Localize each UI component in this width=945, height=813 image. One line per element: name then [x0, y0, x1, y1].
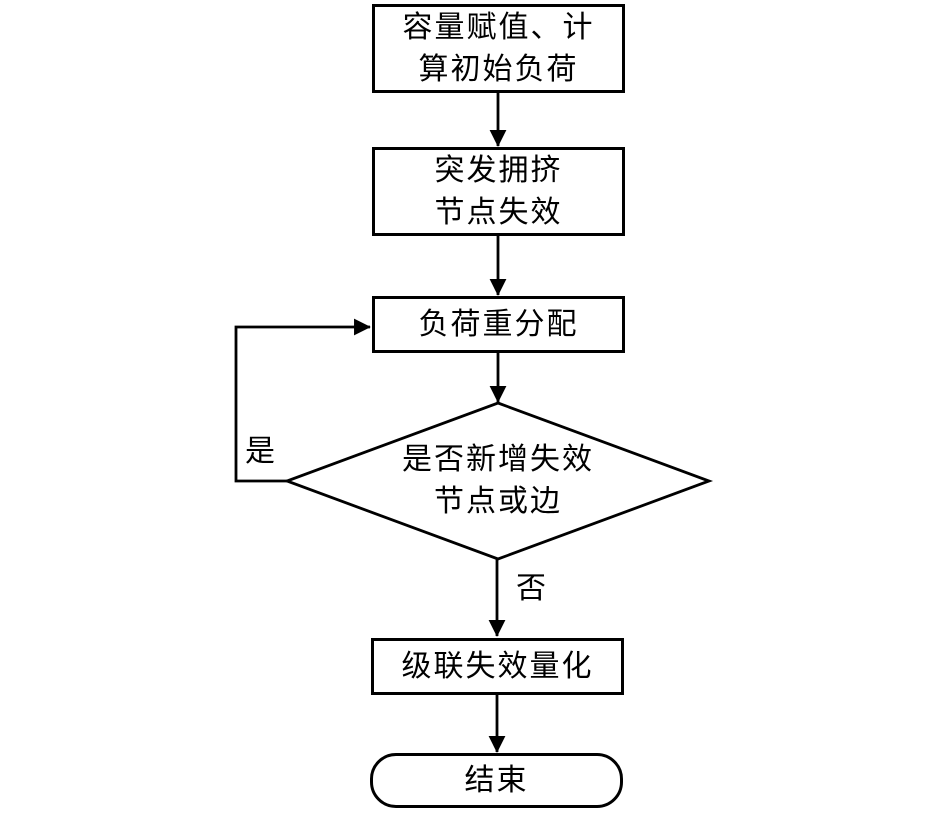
process-init-capacity-line1: 容量赋值、计	[402, 9, 595, 45]
process-load-redistribution-label: 负荷重分配	[418, 306, 579, 342]
terminator-end: 结束	[370, 753, 623, 808]
edge-label-yes: 是	[245, 434, 275, 469]
process-init-capacity-line2: 算初始负荷	[418, 51, 579, 87]
process-init-capacity: 容量赋值、计 算初始负荷	[372, 4, 625, 93]
process-burst-failure-line2: 节点失效	[434, 194, 563, 230]
edge-label-no: 否	[516, 571, 546, 606]
decision-new-failures: 是否新增失效 节点或边	[287, 403, 709, 559]
decision-new-failures-line2: 节点或边	[434, 484, 562, 519]
edge-yes-loopback	[234, 318, 371, 483]
process-load-redistribution: 负荷重分配	[372, 296, 625, 353]
process-burst-failure: 突发拥挤 节点失效	[372, 147, 625, 236]
process-cascade-quantification: 级联失效量化	[371, 638, 624, 695]
process-burst-failure-line1: 突发拥挤	[434, 152, 563, 188]
decision-new-failures-line1: 是否新增失效	[402, 442, 594, 477]
process-cascade-quantification-label: 级联失效量化	[401, 648, 594, 684]
terminator-end-label: 结束	[464, 762, 529, 798]
